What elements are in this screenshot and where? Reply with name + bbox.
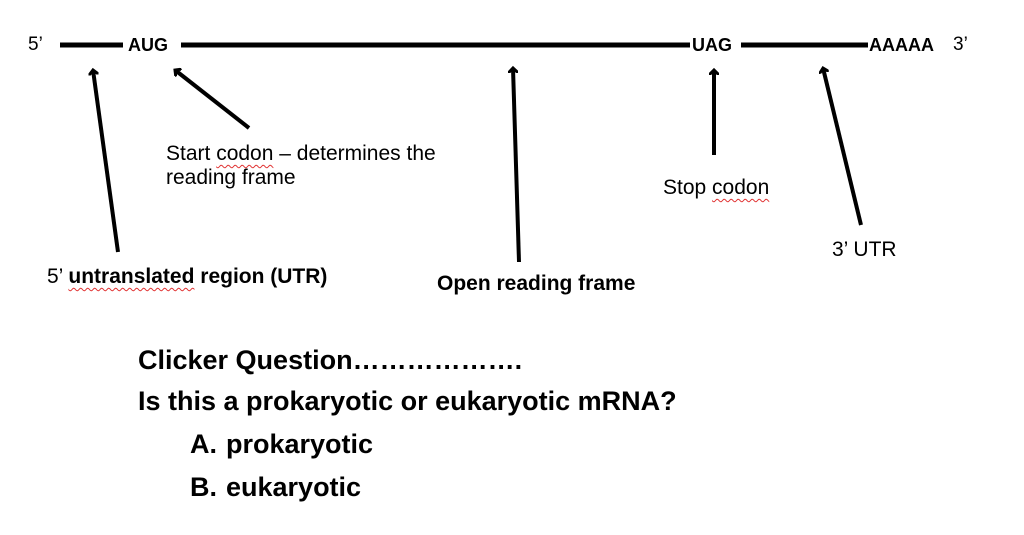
option-b-text: eukaryotic <box>226 472 362 502</box>
option-a[interactable]: A. prokaryotic <box>190 429 373 460</box>
utr5-prefix: 5’ <box>47 265 69 288</box>
orf-annotation: Open reading frame <box>437 272 636 295</box>
codon-word: codon <box>216 142 274 165</box>
stop-codon-sequence: UAG <box>692 35 732 55</box>
start-codon-annotation: Start codon – determines the reading fra… <box>166 142 436 190</box>
start-codon-rest: – determines the <box>273 142 436 165</box>
utr3-arrow <box>823 68 863 226</box>
three-prime-label: 3’ <box>953 34 968 55</box>
option-a-text: prokaryotic <box>226 429 374 459</box>
option-a-letter: A. <box>190 429 217 459</box>
stop-word: Stop <box>663 176 707 199</box>
five-prime-label: 5’ <box>28 34 43 55</box>
stop-codon-annotation: Stop codon <box>663 176 769 200</box>
untranslated-word: untranslated <box>68 265 195 288</box>
utr5-arrow <box>93 70 120 253</box>
stop-codon-word: codon <box>712 176 770 199</box>
orf-arrow <box>513 68 521 263</box>
start-codon-sequence: AUG <box>128 35 168 55</box>
utr5-rest: region (UTR) <box>194 265 328 288</box>
start-word: Start <box>166 142 211 165</box>
option-b-letter: B. <box>190 472 217 502</box>
poly-a-tail: AAAAA <box>869 35 934 55</box>
question-title: Clicker Question………………. <box>138 345 523 375</box>
option-b[interactable]: B. eukaryotic <box>190 472 361 503</box>
question-prompt: Is this a prokaryotic or eukaryotic mRNA… <box>138 386 677 416</box>
start-codon-annotation-line1: Start codon – determines the <box>166 142 436 166</box>
utr3-annotation: 3’ UTR <box>832 238 897 261</box>
start-codon-arrow <box>175 70 251 130</box>
utr5-annotation: 5’ untranslated region (UTR) <box>47 265 327 289</box>
start-codon-annotation-line2: reading frame <box>166 166 296 190</box>
